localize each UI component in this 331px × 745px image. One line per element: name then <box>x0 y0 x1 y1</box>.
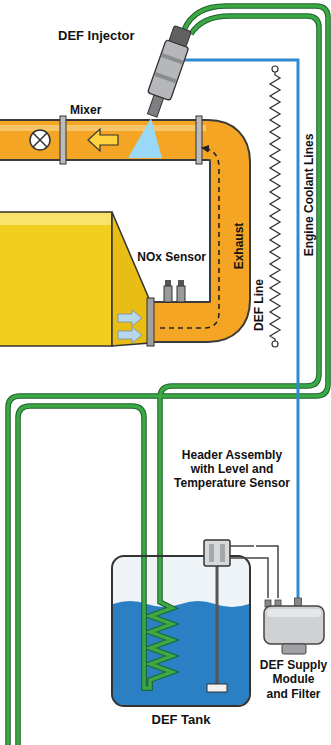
header-detail <box>209 544 214 562</box>
component-label: DEF Supply Module and Filter <box>258 658 329 701</box>
coolant-coil-outline <box>144 554 172 688</box>
def-fluid <box>113 601 249 705</box>
heater-terminal <box>272 66 278 72</box>
injector-body-group <box>141 25 194 120</box>
pipe-flange <box>60 116 66 164</box>
def-spray <box>128 118 162 158</box>
injector-band <box>161 53 183 64</box>
pipe-connector <box>256 546 278 598</box>
component-node: DEF Supply Module and Filter <box>258 598 331 710</box>
exhaust-flow-arrow <box>160 148 219 328</box>
flow-arrow <box>118 327 142 343</box>
pipe-flange <box>196 116 202 164</box>
coolant-line-outline <box>8 6 328 745</box>
nox-sensor-symbol <box>164 286 172 302</box>
coolant-line <box>160 16 319 558</box>
supply-module-body <box>264 606 324 644</box>
injector-band <box>154 72 176 83</box>
part-label: Engine Coolant Lines <box>302 134 316 257</box>
component-label: DEF Injector <box>58 28 135 44</box>
sensor-wire <box>230 545 254 547</box>
component-label: DEF Tank <box>108 712 254 728</box>
header-detail <box>220 544 225 562</box>
def-tank-outline <box>112 556 250 706</box>
injector-body <box>148 40 189 101</box>
component-node: DEF Tank <box>108 536 256 730</box>
module-highlight <box>267 609 321 617</box>
part-label: NOx Sensor <box>128 250 206 264</box>
part-label: DEF Line <box>252 279 266 331</box>
coolant-line <box>8 6 328 745</box>
def-tank-symbol <box>108 536 256 730</box>
exhaust-pipe <box>0 140 230 322</box>
mixer-cross <box>33 133 47 147</box>
part-label: Header Assembly with Level and Temperatu… <box>172 448 292 490</box>
aftertreatment-body <box>0 212 112 346</box>
pipe-highlight <box>0 125 206 131</box>
heater-terminal <box>272 341 278 347</box>
body-highlight <box>0 213 111 225</box>
exhaust-pipe-outline <box>0 140 230 322</box>
sensor-wire <box>230 557 254 559</box>
mixer-symbol <box>30 130 50 150</box>
part-label: Exhaust <box>232 223 246 270</box>
header-assembly-symbol <box>204 540 230 566</box>
part-label: Mixer <box>70 103 101 117</box>
outlet-cone <box>112 212 150 346</box>
pipe-flange <box>147 298 154 346</box>
nox-sensor-symbol <box>177 286 185 302</box>
filter-canister <box>282 644 306 654</box>
heater-element <box>270 72 280 341</box>
flow-arrow <box>118 310 142 326</box>
sensor-wire <box>254 558 268 598</box>
level-float <box>207 684 227 692</box>
coolant-coil <box>144 554 172 688</box>
def-tank-body <box>112 556 250 706</box>
coolant-line-outline <box>160 16 319 558</box>
flow-arrow <box>88 129 118 151</box>
injector-cap <box>169 26 191 47</box>
level-sensor-rod <box>216 566 219 684</box>
pipe-connector <box>200 60 298 598</box>
